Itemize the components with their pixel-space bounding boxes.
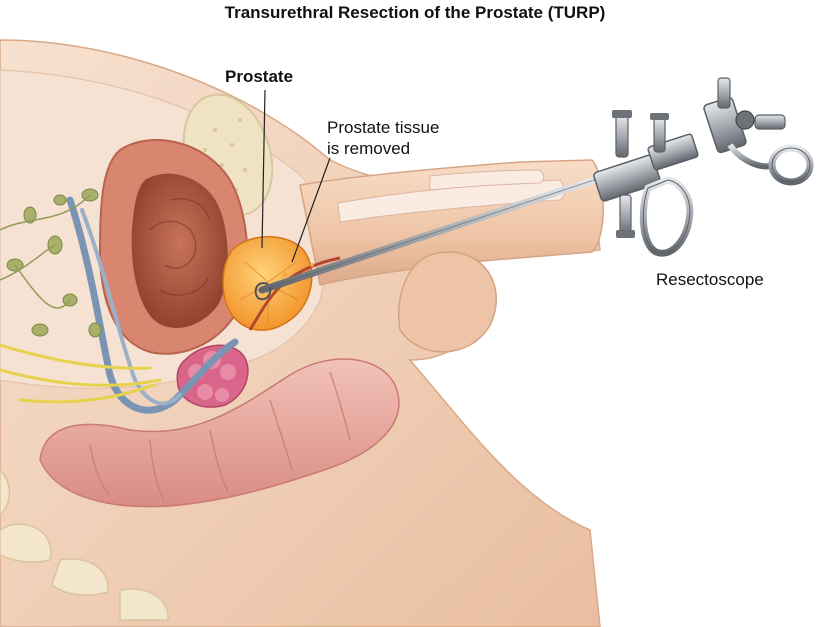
bladder-lumen — [131, 173, 228, 328]
resectoscope-handle — [593, 77, 814, 257]
diagram-title: Transurethral Resection of the Prostate … — [224, 3, 606, 22]
seminal-vesicle — [176, 344, 249, 408]
finger-grip — [639, 176, 694, 257]
lymph-vessels — [0, 194, 91, 309]
vas-deferens — [66, 196, 239, 414]
tissue-fragments — [282, 263, 314, 278]
nerves — [0, 343, 162, 404]
resectoscope-label: Resectoscope — [656, 270, 764, 289]
tissue-removed-label: Prostate tissue is removed — [327, 117, 439, 159]
cutting-loop — [254, 282, 272, 301]
rectal-folds — [89, 371, 351, 501]
scrotum — [398, 251, 497, 353]
tissue-removed-line-1: Prostate tissue — [327, 118, 440, 137]
sacrum — [0, 468, 169, 621]
tissue-removed-line-2: is removed — [327, 139, 411, 158]
rectum — [39, 358, 400, 508]
prostate-leader-line — [261, 89, 266, 249]
corpus-cavernosum-2 — [429, 169, 545, 191]
tissue-leader-line — [291, 157, 331, 263]
vein-2 — [80, 208, 182, 406]
prostate-label: Prostate — [225, 67, 294, 86]
bladder-folds — [149, 198, 211, 296]
